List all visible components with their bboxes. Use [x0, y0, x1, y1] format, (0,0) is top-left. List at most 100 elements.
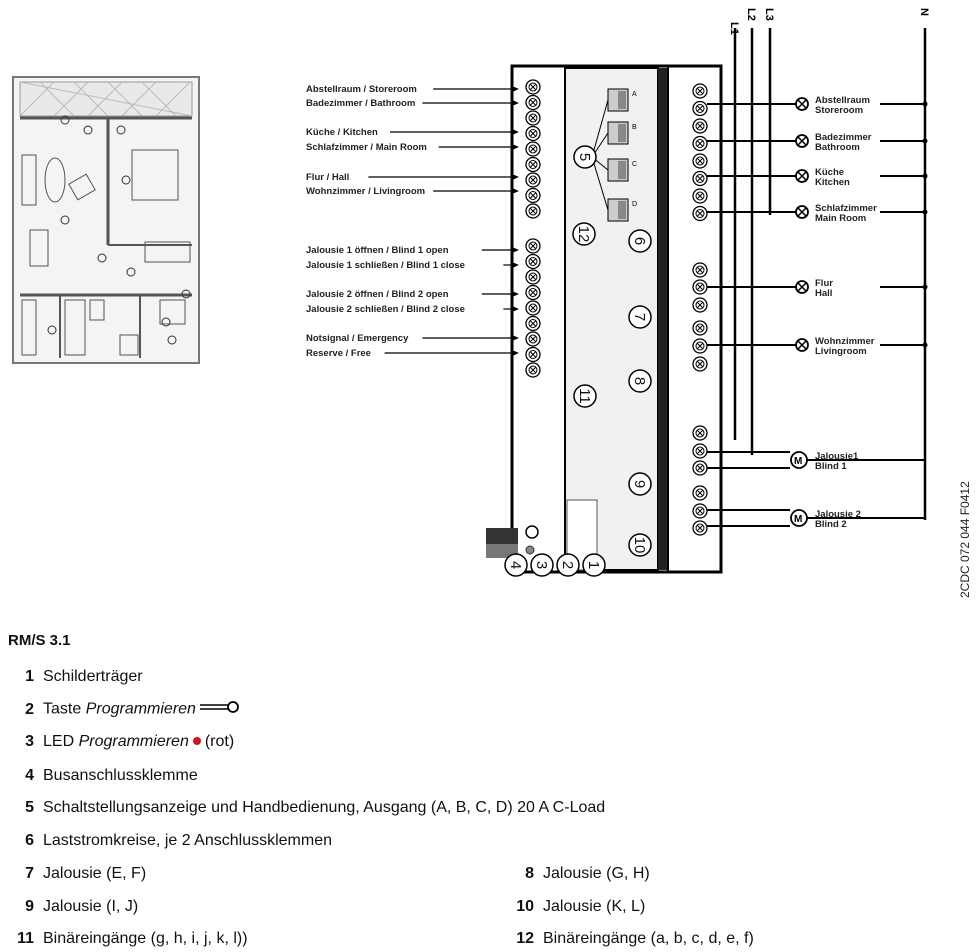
input-label-text: Abstellraum / Storeroom	[306, 84, 417, 95]
callout-2: 2	[556, 553, 580, 577]
terminal-screw	[692, 485, 708, 501]
channel-label: B	[632, 124, 637, 131]
motor-label-de: Jalousie1	[815, 451, 859, 462]
terminal-screw	[525, 269, 541, 285]
terminal-screw	[525, 315, 541, 332]
legend-text: Busanschlussklemme	[43, 767, 198, 784]
terminal-screw	[692, 262, 708, 278]
load-label-de: Wohnzimmer	[815, 336, 875, 347]
svg-text:8: 8	[631, 377, 648, 385]
legend-number: 1	[25, 668, 34, 685]
input-label: Wohnzimmer / Livingroom	[306, 186, 519, 197]
legend-text: Binäreingänge (a, b, c, d, e, f)	[543, 930, 754, 947]
callout-3: 3	[530, 553, 554, 577]
terminal-screw	[525, 110, 541, 126]
callout-11: 11	[573, 384, 597, 408]
terminal-screw	[525, 125, 541, 142]
legend-title: RM/S 3.1	[8, 632, 71, 649]
legend-text: Jalousie (E, F)	[43, 865, 147, 882]
callout-6: 6	[628, 229, 652, 253]
input-label: Schlafzimmer / Main Room	[306, 142, 519, 153]
svg-text:10: 10	[631, 537, 648, 554]
channel-switch-b[interactable]: B	[607, 121, 637, 145]
legend-number: 10	[516, 898, 534, 915]
legend-text: LED	[43, 733, 79, 750]
load-label-en: Livingroom	[815, 346, 867, 357]
terminal-screw	[692, 188, 708, 204]
load-label-de: Abstellraum	[815, 95, 870, 106]
legend-number: 3	[25, 733, 34, 750]
callout-9: 9	[628, 472, 652, 496]
legend-text: Taste	[43, 700, 86, 718]
legend-text: Jalousie (G, H)	[543, 865, 650, 882]
legend-item-10: 10 Jalousie (K, L)	[508, 898, 645, 916]
load-label-de: Badezimmer	[815, 132, 872, 143]
legend-item-8: 8 Jalousie (G, H)	[508, 865, 650, 883]
terminal-screw	[525, 141, 541, 157]
callout-8: 8	[628, 369, 652, 393]
input-label: Notsignal / Emergency	[306, 333, 519, 344]
terminal-screw	[692, 443, 708, 459]
legend-text: Jalousie (K, L)	[543, 898, 646, 915]
svg-text:5: 5	[576, 153, 593, 161]
terminal-screw	[692, 460, 708, 476]
callout-4: 4	[504, 553, 528, 577]
terminal-screw	[692, 100, 708, 117]
input-label-text: Wohnzimmer / Livingroom	[306, 186, 425, 197]
input-label-text: Küche / Kitchen	[306, 127, 378, 138]
terminal-screw	[525, 300, 541, 316]
load-label-de: Schlafzimmer	[815, 203, 877, 214]
input-label-text: Notsignal / Emergency	[306, 333, 409, 344]
legend-suffix: (rot)	[204, 733, 235, 750]
svg-text:3: 3	[533, 561, 550, 569]
channel-switch-c[interactable]: C	[607, 158, 637, 182]
input-label-text: Schlafzimmer / Main Room	[306, 142, 427, 153]
legend-number: 9	[25, 898, 34, 915]
terminal-screw	[692, 83, 708, 99]
terminal-screw	[525, 187, 541, 204]
floor-plan	[12, 76, 200, 364]
load-label-en: Main Room	[815, 213, 866, 224]
phase-lines	[733, 28, 927, 520]
terminal-screw	[692, 279, 708, 295]
terminal-screw	[525, 203, 541, 219]
channel-label: D	[632, 201, 637, 208]
legend-emphasis: Programmieren	[85, 700, 196, 718]
terminal-screw	[692, 205, 708, 222]
legend-text: Schaltstellungsanzeige und Handbedienung…	[43, 799, 606, 816]
legend-number: 8	[525, 865, 534, 882]
input-label-text: Flur / Hall	[306, 172, 349, 183]
terminal-screw	[692, 520, 708, 536]
terminal-screw	[692, 425, 708, 441]
input-label-text: Badezimmer / Bathroom	[306, 98, 415, 109]
svg-text:4: 4	[507, 561, 524, 569]
svg-text:7: 7	[631, 313, 648, 321]
phase-label-n: N	[918, 8, 930, 16]
terminal-screw	[525, 331, 541, 347]
device-rms-3-1: A B C D	[486, 64, 723, 574]
input-label: Jalousie 2 schließen / Blind 2 close	[306, 304, 519, 315]
terminal-screw	[525, 284, 541, 301]
load-label-en: Kitchen	[815, 177, 850, 188]
channel-label: A	[632, 91, 637, 98]
legend-number: 12	[516, 930, 534, 947]
terminal-screw	[525, 253, 541, 270]
load-label-de: Küche	[815, 167, 844, 178]
input-label: Badezimmer / Bathroom	[306, 98, 519, 109]
input-label: Flur / Hall	[306, 172, 519, 183]
svg-text:9: 9	[631, 480, 648, 488]
channel-label: C	[632, 161, 637, 168]
legend-emphasis: Programmieren	[78, 733, 189, 750]
terminal-screw	[692, 170, 708, 187]
terminal-screw	[525, 346, 541, 363]
